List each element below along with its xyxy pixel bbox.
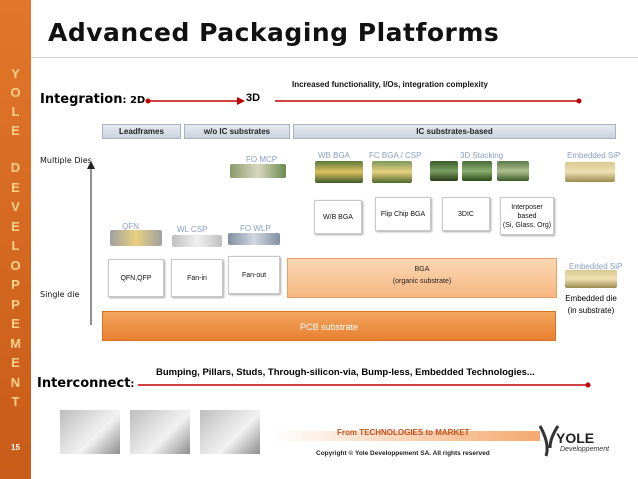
embedded-sip-top-image xyxy=(565,162,615,182)
vertical-axis-arrowhead xyxy=(87,161,95,169)
sidebar xyxy=(0,0,31,479)
embedded-sip-right-image xyxy=(565,270,617,288)
integration-arrowhead-1 xyxy=(237,97,245,105)
fo-wlp-image xyxy=(228,233,280,245)
integration-description: Increased functionality, I/Os, integrati… xyxy=(292,80,488,89)
axis-single-die: Single die xyxy=(40,290,80,299)
integration-label: Integration: 2D xyxy=(40,92,145,107)
embedded-die-line-1: Embedded die xyxy=(565,294,617,303)
interconnect-description: Bumping, Pillars, Studs, Through-silicon… xyxy=(156,367,535,378)
sidebar-letter: E xyxy=(11,218,20,234)
fo-mcp-caption: FO MCP xyxy=(246,155,278,164)
vertical-axis-arrow xyxy=(87,161,95,325)
pcb-substrate: PCB substrate xyxy=(102,311,556,341)
interposer-line-3: (Si, Glass, Org) xyxy=(502,221,552,229)
tier-leadframes: Leadframes xyxy=(102,124,181,139)
fc-bga-caption: FC BGA / CSP xyxy=(369,151,422,160)
qfn-image xyxy=(110,230,162,246)
box-wb-bga: W/B BGA xyxy=(314,200,362,234)
embedded-sip-right-caption: Embedded SiP xyxy=(569,262,623,271)
wb-bga-image xyxy=(315,161,363,183)
title-divider xyxy=(31,57,638,58)
wl-csp-caption: WL CSP xyxy=(177,225,208,234)
sidebar-letter: E xyxy=(11,355,20,370)
integration-word: Integration xyxy=(40,92,123,107)
wl-csp-image xyxy=(172,235,222,247)
sidebar-letter: V xyxy=(11,199,20,214)
interconnect-end-dot xyxy=(585,382,591,388)
interconnect-arrow xyxy=(138,382,591,388)
sidebar-letter: L xyxy=(11,104,20,119)
sidebar-letter: P xyxy=(11,296,20,312)
box-fan-out: Fan-out xyxy=(228,256,280,294)
integration-to: 3D xyxy=(246,92,261,104)
bga-substrate-label: (organic substrate) xyxy=(392,278,452,285)
footer-photo-charts xyxy=(130,410,190,454)
yole-logo-icon xyxy=(538,425,560,457)
3d-stacking-image-1 xyxy=(430,161,458,181)
page-number: 15 xyxy=(11,443,20,452)
fc-bga-image xyxy=(372,161,412,183)
logo-yole: YOLE xyxy=(556,430,595,446)
interconnect-colon: : xyxy=(130,379,135,390)
wb-bga-caption: WB BGA xyxy=(318,151,351,160)
interposer-line-2: based xyxy=(517,212,537,220)
3d-stacking-image-3 xyxy=(497,161,529,181)
3d-stacking-caption: 3D Stacking xyxy=(460,151,504,160)
integration-arrows xyxy=(145,97,582,105)
sidebar-letter: E xyxy=(11,123,20,138)
interconnect-label: Interconnect: xyxy=(37,376,134,391)
embedded-die-label: Embedded die (in substrate) xyxy=(560,293,622,317)
sidebar-letter: D xyxy=(10,160,21,175)
qfn-caption: QFN xyxy=(122,222,139,231)
sidebar-letter: O xyxy=(10,85,21,100)
sidebar-letter: Y xyxy=(11,66,20,81)
fo-mcp-image xyxy=(230,164,286,178)
sidebar-letter: N xyxy=(10,374,21,390)
page-title: Advanced Packaging Platforms xyxy=(48,18,500,47)
footer-banner xyxy=(270,431,540,441)
footer-photo-people xyxy=(60,410,120,454)
box-3dic: 3DIC xyxy=(442,197,490,231)
sidebar-letter: M xyxy=(10,335,21,351)
sidebar-letter: L xyxy=(11,238,20,253)
footer-tagline: From TECHNOLOGIES to MARKET xyxy=(337,428,470,437)
embedded-sip-top-caption: Embedded SiP xyxy=(567,151,621,160)
interconnect-word: Interconnect xyxy=(37,376,131,391)
box-qfn-qfp: QFN,QFP xyxy=(108,259,164,297)
axis-multiple-dies: Multiple Dies xyxy=(40,156,92,165)
integration-start-dot xyxy=(145,98,151,104)
bga-label: BGA xyxy=(414,266,430,273)
integration-end-dot xyxy=(576,98,582,104)
tier-ic-substrates-based: IC substrates-based xyxy=(293,124,616,139)
sidebar-letter: P xyxy=(11,277,20,292)
bga-organic-substrate: BGA (organic substrate) xyxy=(287,258,557,298)
sidebar-letter: E xyxy=(11,179,20,195)
interposer-line-1: Interposer xyxy=(511,203,543,211)
tier-without-ic-substrates: w/o IC substrates xyxy=(184,124,290,139)
3d-stacking-image-2 xyxy=(462,161,492,181)
integration-from: : 2D xyxy=(122,95,146,106)
logo-developpement: Developpement xyxy=(560,446,610,453)
footer-photo-handshake xyxy=(200,410,260,454)
fo-wlp-caption: FO WLP xyxy=(240,224,271,233)
box-fan-in: Fan-in xyxy=(171,259,223,297)
box-flip-chip-bga: Flip Chip BGA xyxy=(375,197,431,231)
footer-copyright: Copyright © Yole Developpement SA. All r… xyxy=(316,450,490,457)
sidebar-letter: O xyxy=(10,257,21,273)
box-interposer-based: Interposer based (Si, Glass, Org) xyxy=(500,197,554,235)
embedded-die-line-2: (in substrate) xyxy=(567,306,615,315)
sidebar-letter: E xyxy=(11,316,20,331)
sidebar-letter: T xyxy=(11,394,20,409)
